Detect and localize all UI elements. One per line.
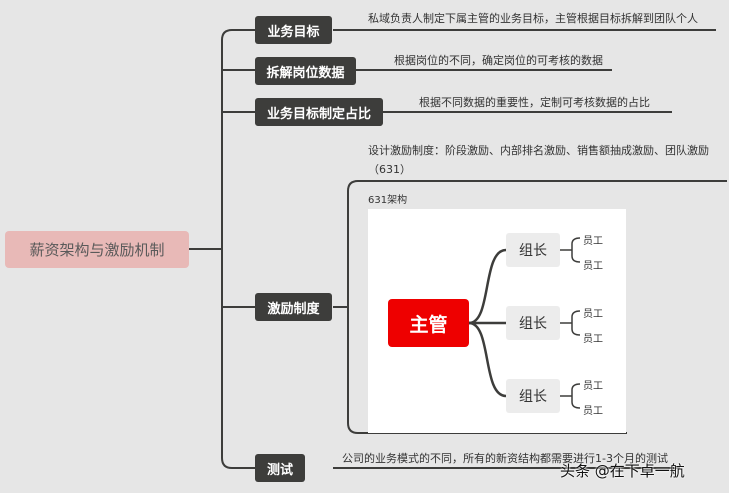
branch-incentive[interactable]: 激励制度 <box>255 293 332 321</box>
branch-position-data-note: 根据岗位的不同，确定岗位的可考核的数据 <box>394 54 603 67</box>
branch-business-goal[interactable]: 业务目标 <box>255 16 332 44</box>
org-leader-node-1: 组长 <box>506 233 560 267</box>
branch-incentive-note: 设计激励制度：阶段激励、内部排名激励、销售额抽成激励、团队激励 <box>368 144 709 157</box>
org-staff-1a: 员工 <box>583 236 603 247</box>
branch-goal-ratio[interactable]: 业务目标制定占比 <box>255 98 383 126</box>
org-staff-2a: 员工 <box>583 309 603 320</box>
branch-test[interactable]: 测试 <box>255 454 305 482</box>
branch-goal-ratio-note: 根据不同数据的重要性，定制可考核数据的占比 <box>419 96 650 109</box>
org-chart-caption: 631架构 <box>368 195 408 206</box>
branch-test-note: 公司的业务模式的不同，所有的新资结构都需要进行1-3个月的测试 <box>342 452 668 465</box>
root-node[interactable]: 薪资架构与激励机制 <box>5 231 189 268</box>
org-leader-node-2: 组长 <box>506 306 560 340</box>
branch-business-goal-note: 私域负责人制定下属主管的业务目标，主管根据目标拆解到团队个人 <box>368 12 698 25</box>
branch-incentive-note-2: （631） <box>368 163 411 176</box>
org-supervisor-node: 主管 <box>388 299 469 347</box>
watermark-label: 头条 @在下卓一航 <box>560 462 685 480</box>
org-staff-1b: 员工 <box>583 261 603 272</box>
org-staff-3a: 员工 <box>583 381 603 392</box>
org-staff-2b: 员工 <box>583 334 603 345</box>
org-leader-node-3: 组长 <box>506 379 560 413</box>
branch-position-data[interactable]: 拆解岗位数据 <box>255 57 356 85</box>
org-staff-3b: 员工 <box>583 406 603 417</box>
